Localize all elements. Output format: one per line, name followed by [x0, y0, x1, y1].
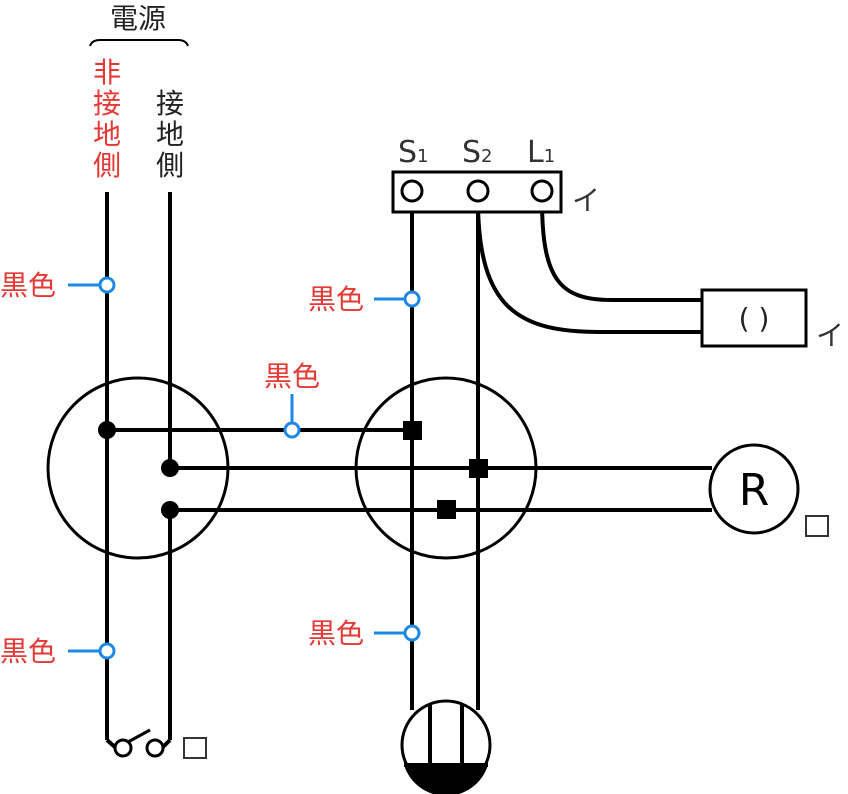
wire-color-label-1: 黒色	[0, 269, 56, 302]
ceiling-lamp-fill	[404, 765, 488, 794]
l1-curve-wire	[540, 199, 702, 302]
wire-color-label-4: 黒色	[308, 617, 364, 650]
switch-mark	[183, 737, 207, 759]
connector-square-2	[469, 459, 488, 478]
junction-dot-2	[161, 459, 179, 477]
terminal-s2-label: S2	[462, 135, 493, 170]
receptacle-r	[708, 443, 800, 535]
wire-color-label-3: 黒色	[308, 283, 364, 316]
pilot-lamp-box	[700, 288, 808, 348]
pilot-lamp-paren: ( )	[739, 302, 770, 335]
grounded-char-1: 接	[156, 87, 184, 120]
ungrounded-char-1: 非	[93, 56, 121, 89]
marker-ring-3	[403, 290, 421, 308]
junction-dot-1	[98, 421, 116, 439]
ungrounded-char-4: 側	[93, 149, 121, 182]
terminal-mark: イ	[572, 184, 600, 217]
receptacle-r-label: R	[739, 465, 770, 516]
wire-color-label-2: 黒色	[0, 635, 56, 668]
terminal-s1-label: S1	[398, 135, 429, 170]
terminal-l1	[530, 179, 554, 203]
pilot-lamp-mark: イ	[816, 319, 844, 352]
terminal-l1-label: L1	[527, 135, 555, 170]
ungrounded-char-2: 接	[93, 87, 121, 120]
junction-dot-3	[161, 501, 179, 519]
terminal-s2	[466, 179, 490, 203]
s2-curve-wire	[476, 199, 702, 334]
marker-ring-2	[98, 642, 116, 660]
source-brace	[89, 39, 189, 47]
wire-color-label-5: 黒色	[264, 360, 320, 393]
terminal-s1	[400, 179, 424, 203]
grounded-char-2: 地	[156, 118, 184, 151]
source-label: 電源	[110, 2, 166, 35]
switch-contact-right	[145, 738, 165, 758]
connector-square-1	[403, 421, 422, 440]
marker-ring-5	[283, 421, 301, 439]
grounded-char-3: 側	[156, 149, 184, 182]
switch-contact-left	[113, 738, 133, 758]
receptacle-mark	[805, 515, 829, 537]
ungrounded-char-3: 地	[93, 118, 121, 151]
marker-ring-4	[403, 624, 421, 642]
switch-lever	[127, 728, 151, 744]
marker-ring-1	[98, 276, 116, 294]
connector-square-3	[437, 500, 456, 519]
